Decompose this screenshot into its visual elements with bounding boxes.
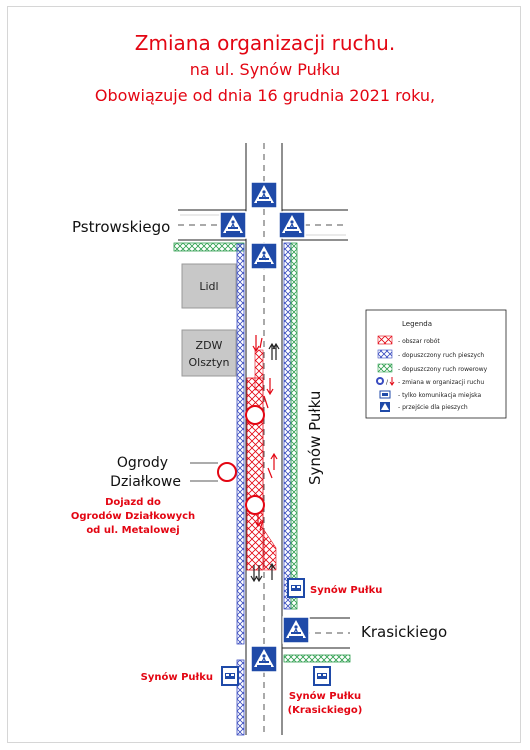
work-area-taper-south (263, 529, 277, 571)
map-effective-date: Obowiązuje od dnia 16 grudnia 2021 roku, (94, 86, 436, 105)
traffic-change-icon: / (376, 377, 395, 386)
legend-item-label: - dopuszczony ruch rowerowy (398, 366, 488, 373)
traffic-arrows (250, 335, 280, 583)
hatch-blue-icon (377, 349, 393, 359)
bus-stop-sign (313, 666, 331, 686)
legend-item-label: - tylko komunikacja miejska (398, 392, 481, 399)
pedestrian-path-west (236, 243, 245, 645)
street-label-krasickiego: Krasickiego (361, 623, 447, 641)
ogrody-label: Ogrody (117, 455, 168, 471)
access-note: Dojazd do (105, 497, 161, 508)
legend-title: Legenda (402, 320, 432, 328)
page-frame (7, 6, 521, 743)
building-lidl (181, 263, 237, 309)
pedestrian-crossing-sign (250, 242, 278, 270)
pedestrian-path-south (236, 659, 245, 736)
bus-only-icon (379, 390, 391, 399)
pedestrian-crossing-sign (250, 645, 278, 673)
bike-path-pstrowskiego (173, 242, 245, 252)
legend: Legenda - obszar robót - dopuszczony ruc… (365, 309, 507, 419)
bus-stop-sign (287, 578, 305, 598)
road-pstrowskiego (178, 209, 348, 241)
legend-item-label: - dopuszczony ruch pieszych (398, 352, 484, 359)
bike-path-krasickiego (283, 654, 351, 663)
map-subtitle: na ul. Synów Pułku (189, 60, 341, 79)
bus-stop-label: (Krasickiego) (288, 705, 363, 716)
building-zdw-label: Olsztyn (188, 356, 229, 369)
building-zdw (181, 329, 237, 377)
access-note: od ul. Metalowej (86, 525, 179, 536)
pedestrian-crossing-sign (278, 211, 306, 239)
bus-stop-label: Synów Pułku (310, 584, 382, 596)
traffic-change-marker (217, 462, 237, 482)
ogrody-label: Działkowe (110, 474, 181, 490)
legend-item-label: - obszar robót (398, 338, 440, 345)
street-label-synow-pulku: Synów Pułku (306, 391, 324, 485)
svg-text:/: / (386, 379, 389, 386)
work-area-taper-north (254, 349, 264, 391)
hatch-green-icon (377, 363, 393, 373)
building-zdw-label: ZDW (196, 339, 223, 352)
bus-stop-label: Synów Pułku (141, 671, 213, 683)
legend-item-label: - zmiana w organizacji ruchu (398, 379, 484, 386)
legend-item-label: - przejście dla pieszych (398, 404, 468, 411)
access-note: Ogrodów Działkowych (71, 510, 195, 522)
traffic-change-marker (245, 495, 265, 515)
bus-stop-sign (221, 666, 239, 686)
building-lidl-label: Lidl (199, 280, 218, 293)
street-label-pstrowskiego: Pstrowskiego (72, 218, 170, 236)
pedestrian-crossing-sign (250, 181, 278, 209)
bus-stop-label: Synów Pułku (289, 690, 361, 702)
map-title: Zmiana organizacji ruchu. (134, 31, 396, 55)
hatch-red-icon (377, 335, 393, 345)
pedestrian-crossing-sign (282, 616, 310, 644)
traffic-change-marker (245, 405, 265, 425)
road-synow-pulku (245, 143, 283, 735)
bike-path-east (290, 242, 298, 610)
pedestrian-path-east (283, 242, 292, 610)
pedestrian-crossing-icon (380, 402, 390, 412)
pedestrian-crossing-sign (219, 211, 247, 239)
